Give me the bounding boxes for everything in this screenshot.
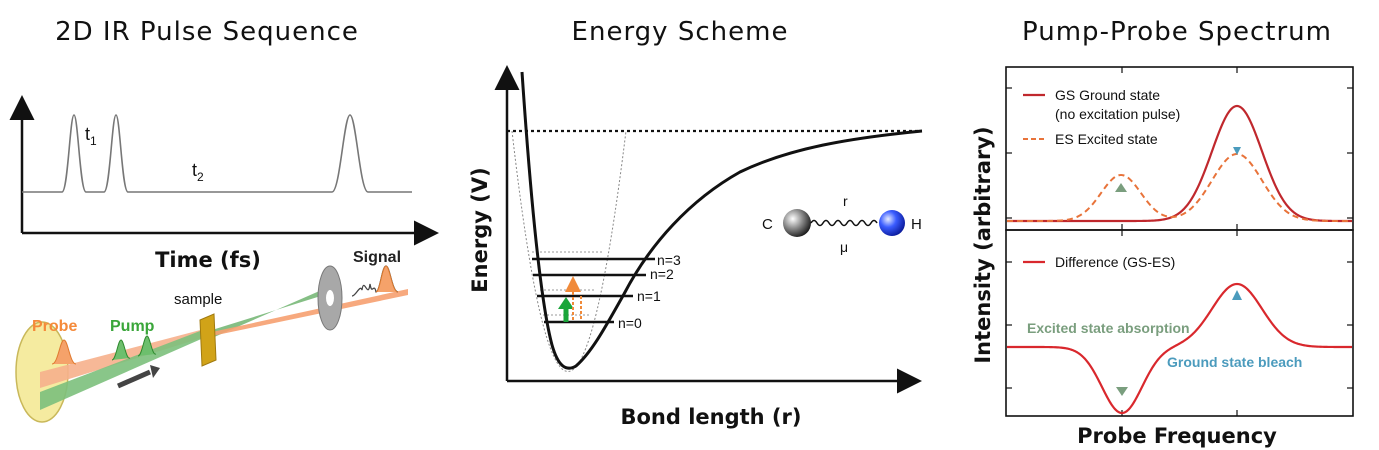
setup-illustration: [15, 265, 408, 423]
spectrum-x-label: Probe Frequency: [1077, 424, 1277, 448]
pump-pulse-2: [137, 335, 157, 357]
legend-gs-sub: (no excitation pulse): [1055, 106, 1180, 122]
t1-label: t1: [85, 124, 97, 148]
gs-curve: [1007, 104, 1352, 223]
pulse-panel: 2D IR Pulse Sequence t1 t2 Time (fs): [9, 17, 439, 423]
es-curve: [1007, 152, 1352, 222]
pulse-title: 2D IR Pulse Sequence: [55, 17, 359, 47]
bond-r-label: r: [843, 193, 848, 209]
pump-beam-out: [212, 282, 340, 338]
morse-potential: [520, 71, 923, 370]
atom-c-label: C: [762, 216, 773, 233]
difference-curve: [1007, 282, 1352, 415]
spectrum-panel: Pump-Probe Spectrum GS Ground state (no …: [971, 17, 1354, 448]
carbon-atom: [783, 209, 811, 237]
probe-pulse: [51, 339, 77, 365]
pump-beam: [40, 328, 208, 410]
harmonic-potential: [511, 130, 627, 372]
gs-peak-marker: [1233, 147, 1241, 155]
probe-label: Probe: [32, 318, 77, 335]
energy-x-label: Bond length (r): [620, 405, 801, 429]
gsb-label: Ground state bleach: [1167, 354, 1302, 370]
level-label-n2: n=2: [650, 266, 674, 282]
pump-label: Pump: [110, 318, 155, 335]
esa-label: Excited state absorption: [1027, 320, 1190, 336]
spectrum-ticks: [1006, 67, 1353, 416]
pump-transition-head: [558, 297, 574, 309]
signal-beam: [212, 289, 408, 336]
signal-pulse-peak: [375, 265, 399, 293]
sample-label: sample: [174, 291, 222, 308]
t2-label: t2: [192, 160, 204, 184]
spectrum-y-label: Intensity (arbitrary): [971, 126, 995, 363]
delay-arrow-head: [150, 365, 160, 378]
legend-gs-label: GS Ground state: [1055, 87, 1160, 103]
energy-panel: Energy Scheme n=3 n=2 n=1 n=0 Energy (V)…: [468, 17, 923, 429]
level-label-n1: n=1: [637, 288, 661, 304]
sample-plate: [199, 313, 217, 367]
atom-h-label: H: [911, 216, 922, 233]
level-label-n0: n=0: [618, 315, 642, 331]
delay-arrow-shaft: [116, 369, 152, 389]
hydrogen-atom: [879, 210, 905, 236]
ch-molecule: C H r μ: [762, 193, 922, 255]
pulse-x-label: Time (fs): [155, 248, 261, 272]
gsb-marker: [1232, 290, 1242, 300]
energy-title: Energy Scheme: [572, 17, 789, 47]
aperture-hole: [326, 290, 334, 306]
spectrum-title: Pump-Probe Spectrum: [1022, 17, 1332, 47]
legend-diff-label: Difference (GS-ES): [1055, 254, 1175, 270]
level-label-n3: n=3: [657, 252, 681, 268]
legend-es-label: ES Excited state: [1055, 131, 1158, 147]
energy-y-label: Energy (V): [468, 167, 492, 292]
esa-marker: [1116, 387, 1128, 396]
pump-pulse-1: [111, 339, 131, 361]
bond-mu-label: μ: [840, 239, 848, 255]
pulse-trace: [22, 114, 412, 193]
spectrum-bottom-frame: [1005, 229, 1354, 417]
es-peak-marker: [1115, 183, 1127, 192]
signal-label: Signal: [353, 249, 401, 266]
bond-spring: [810, 219, 878, 227]
